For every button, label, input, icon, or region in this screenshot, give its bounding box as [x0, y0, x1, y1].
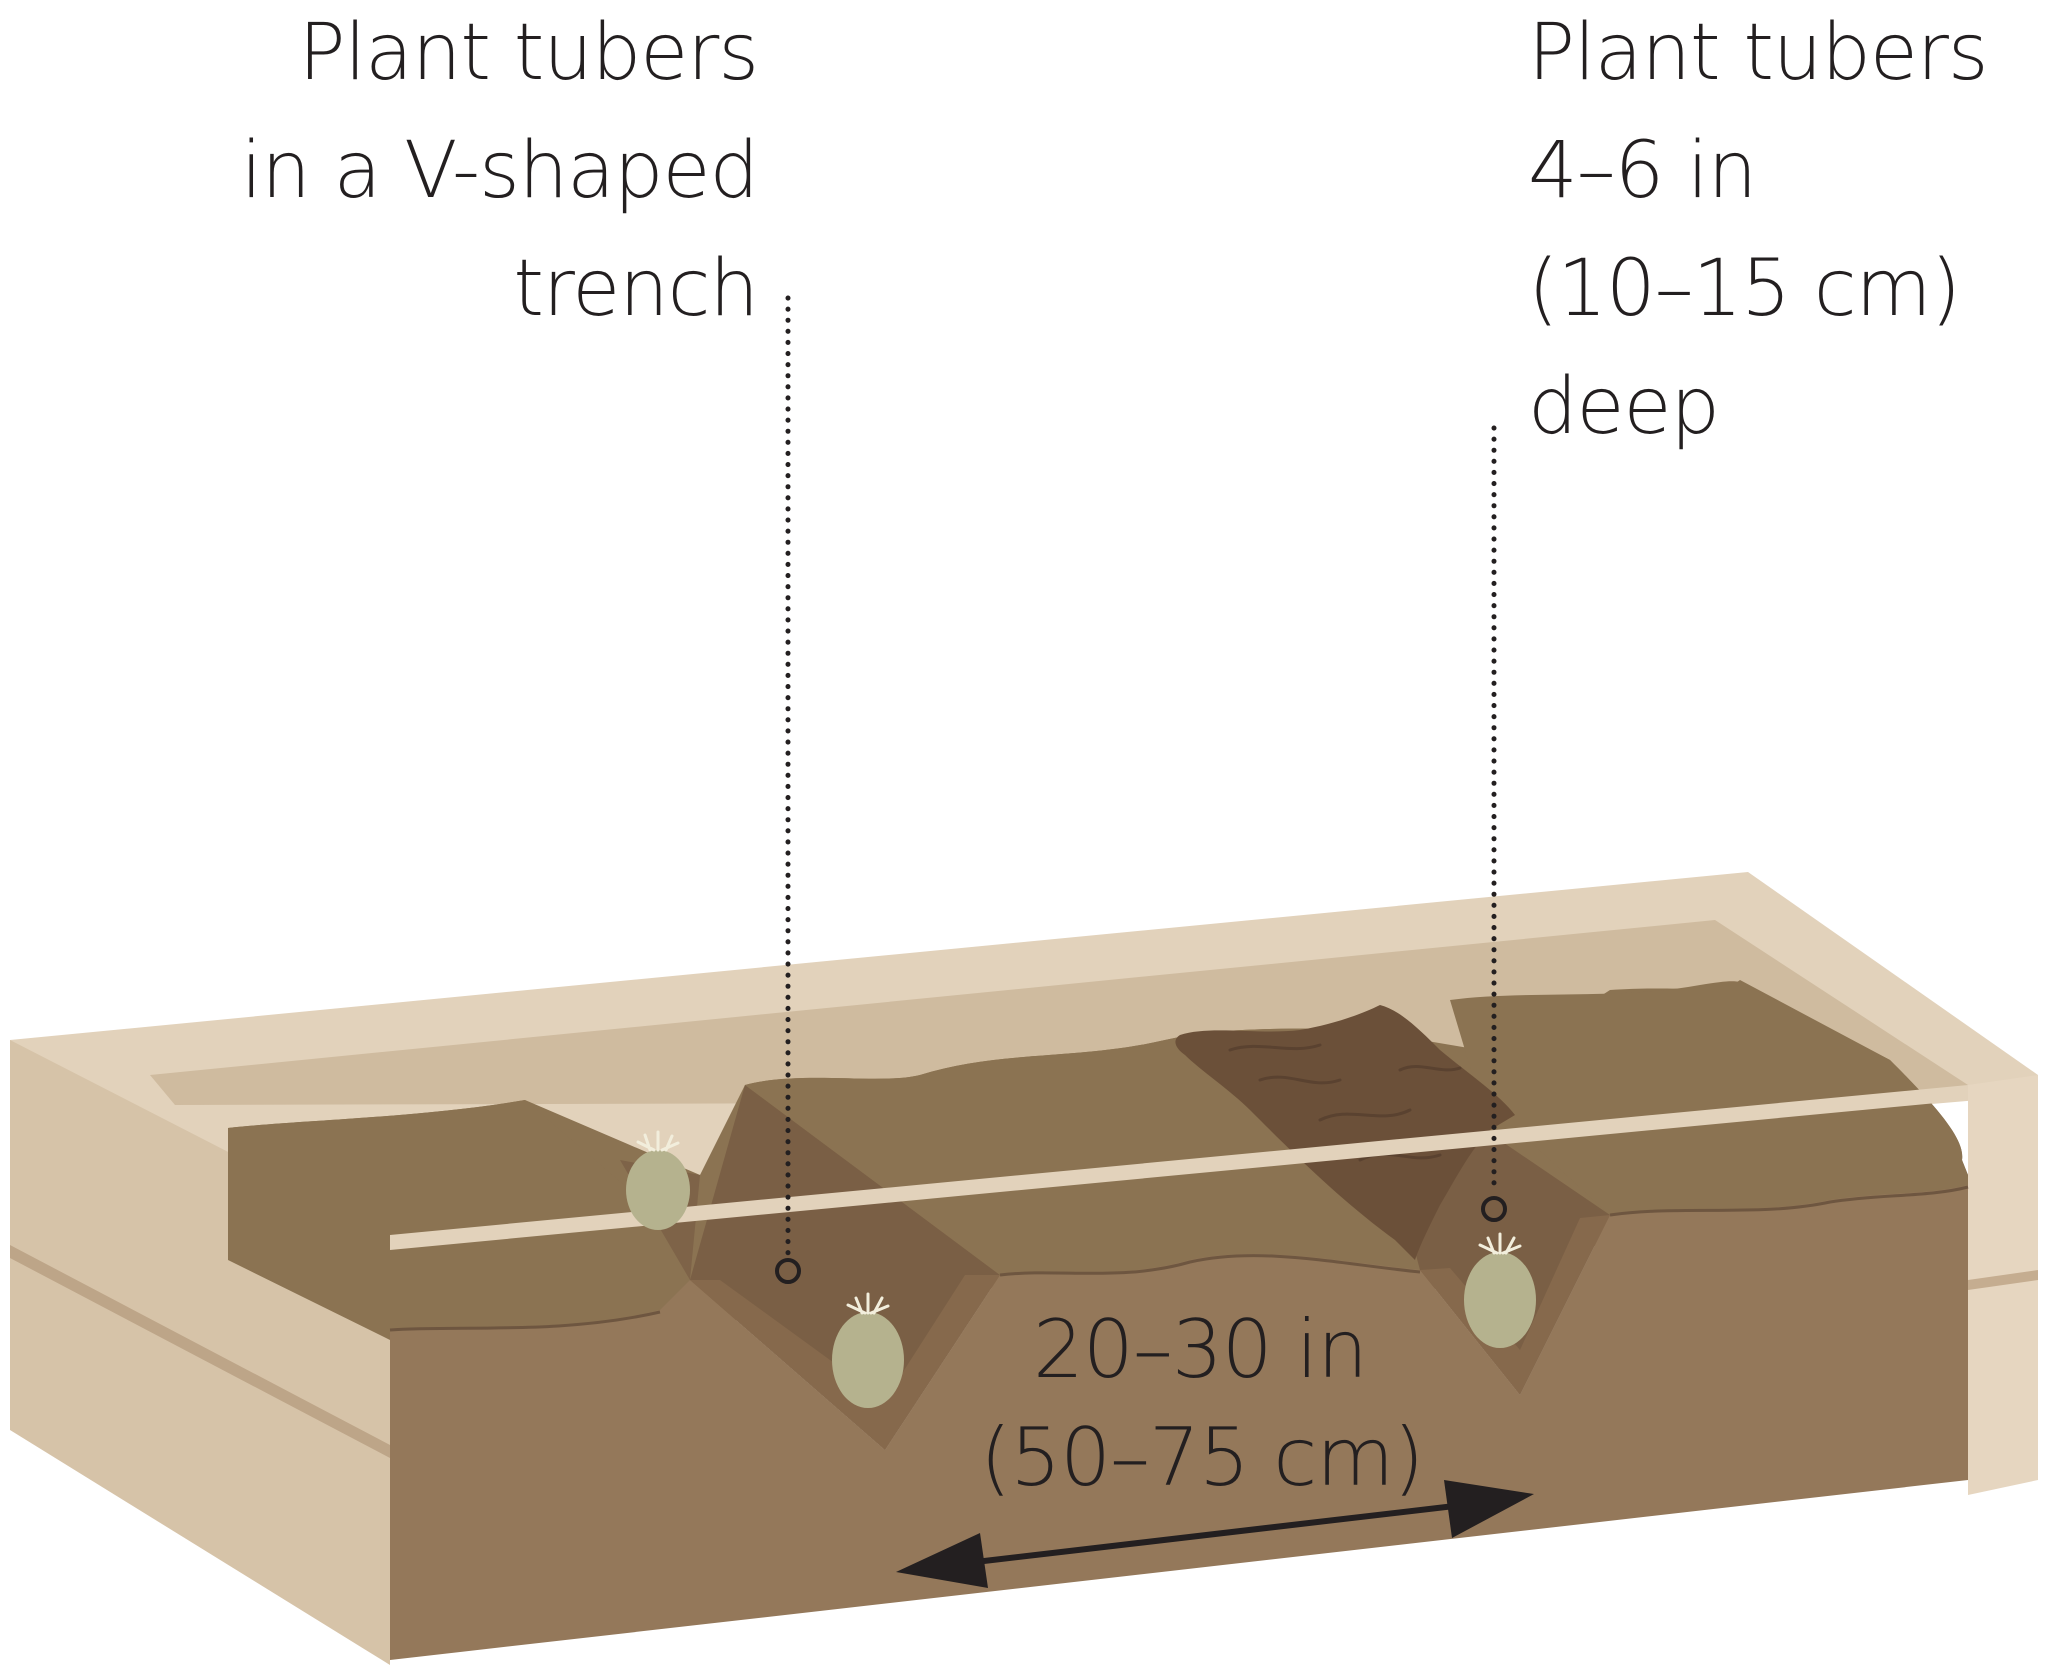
soil-ridge-right [1450, 981, 1968, 1225]
trench-2-front-cut [1420, 1215, 1610, 1395]
frame-right-seam [1968, 1270, 2038, 1290]
tuber-trench-2 [1464, 1232, 1536, 1348]
soil-bed [228, 980, 1969, 1660]
trench-leader-dot [775, 1258, 801, 1284]
frame-left-seam [10, 1245, 390, 1458]
soil-front-face [390, 1185, 1968, 1660]
tuber-left-back [626, 1130, 690, 1230]
soil-layer-line [389, 1185, 1969, 1332]
trench-annotation: Plant tubers in a V-shaped trench [240, 0, 759, 348]
depth-annotation-line-3: (10–15 cm) [1528, 244, 1961, 334]
spacing-arrow [896, 1480, 1534, 1588]
soil-ridge-left [228, 1100, 770, 1340]
depth-annotation-line-2: 4–6 in [1528, 126, 1757, 216]
trench-1-front-cut [690, 1275, 1000, 1450]
depth-leader-dot [1481, 1196, 1507, 1222]
spacing-arrow-head-right [1444, 1480, 1534, 1538]
tuber-trench-1 [832, 1292, 904, 1408]
depth-annotation-line-1: Plant tubers [1528, 8, 1989, 98]
depth-annotation: Plant tubers 4–6 in (10–15 cm) deep [1528, 0, 1989, 466]
dug-soil-texture [1228, 1043, 1462, 1162]
callout-leaders [775, 295, 1507, 1284]
frame-front-top-edge [390, 1085, 1968, 1250]
spacing-arrow-head-left [896, 1533, 988, 1588]
trench-annotation-line-3: trench [513, 244, 759, 334]
trench-annotation-line-2: in a V-shaped [240, 126, 759, 216]
spacing-annotation-line-1: 20–30 in [1033, 1303, 1368, 1396]
spacing-annotation-line-2: (50–75 cm) [980, 1411, 1424, 1504]
tubers [626, 1130, 1536, 1408]
spacing-annotation: 20–30 in (50–75 cm) [980, 1296, 1424, 1512]
depth-annotation-line-4: deep [1528, 362, 1720, 452]
trench-annotation-line-1: Plant tubers [298, 8, 759, 98]
